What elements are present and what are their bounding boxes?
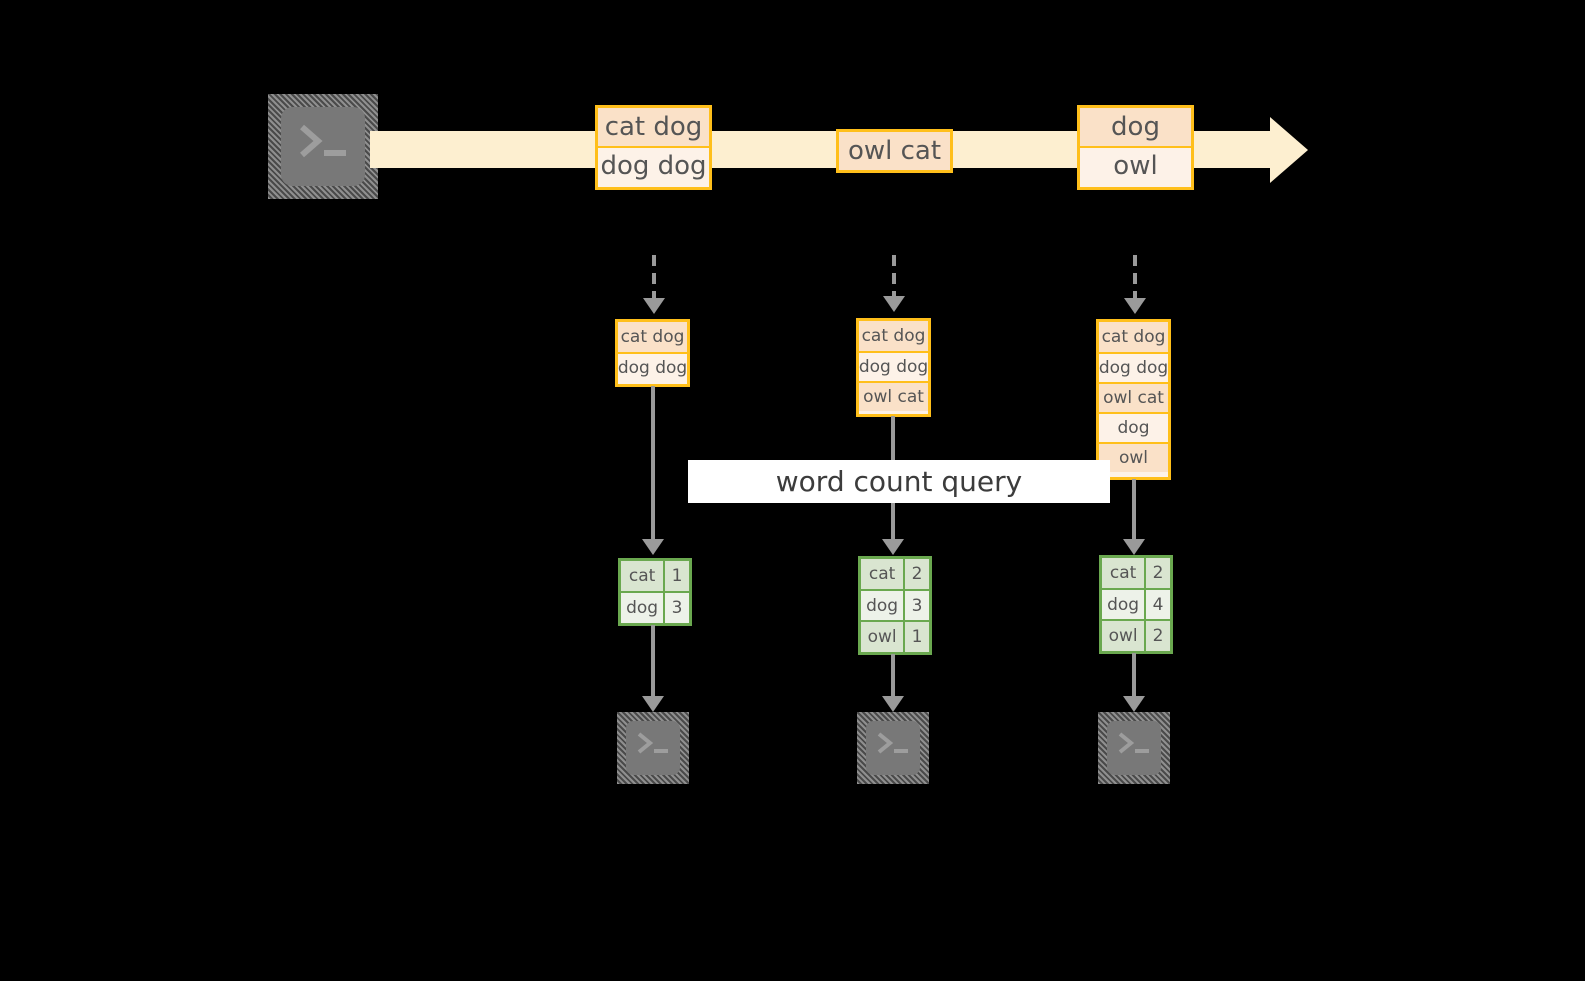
table-cell-count: 3 — [903, 590, 929, 621]
snapshot-row: owl cat — [1099, 382, 1168, 412]
table-row: dog 4 — [1102, 587, 1170, 620]
result-to-sink-connector — [651, 625, 655, 698]
table-cell-word: owl — [861, 622, 904, 653]
terminal-screen — [625, 720, 681, 776]
stream-to-snapshot-arrowhead — [1124, 298, 1146, 314]
result-to-sink-arrowhead — [882, 696, 904, 712]
table-cell-word: cat — [1102, 558, 1145, 588]
snapshot-row: dog dog — [859, 351, 928, 381]
sink-terminal-icon — [1098, 712, 1170, 784]
table-row: dog 3 — [861, 588, 929, 621]
table-cell-word: cat — [861, 559, 904, 589]
snapshot-row: cat dog — [618, 322, 687, 352]
table-row: dog 3 — [621, 591, 689, 623]
result-to-sink-arrowhead — [642, 696, 664, 712]
table-row: owl 1 — [861, 620, 929, 653]
table-cell-word: owl — [1102, 621, 1145, 652]
snapshot-to-result-connector — [651, 386, 655, 541]
result-to-sink-connector — [891, 654, 895, 698]
table-cell-count: 2 — [1144, 558, 1170, 588]
query-label-text: word count query — [775, 465, 1023, 498]
message-row: cat dog — [598, 108, 709, 146]
sink-terminal-icon — [857, 712, 929, 784]
terminal-prompt-glyph — [1118, 732, 1149, 754]
snapshot-row: owl cat — [859, 381, 928, 411]
table-cell-count: 1 — [903, 622, 929, 653]
query-label-band: word count query — [688, 460, 1110, 503]
message-row: owl — [1080, 146, 1191, 184]
message-row: dog — [1080, 108, 1191, 146]
result-to-sink-arrowhead — [1123, 696, 1145, 712]
table-row: cat 1 — [621, 561, 689, 591]
snapshot-row: owl — [1099, 442, 1168, 472]
table-row: cat 2 — [861, 559, 929, 589]
snapshot-to-result-connector — [1132, 479, 1136, 541]
snapshot-to-result-arrowhead — [1123, 539, 1145, 555]
source-terminal-icon — [268, 94, 378, 199]
terminal-screen — [865, 720, 921, 776]
stream-to-snapshot-connector — [892, 255, 896, 298]
stream-to-snapshot-arrowhead — [643, 298, 665, 314]
snapshot-box[interactable]: cat dog dog dog owl cat dog owl — [1096, 319, 1171, 480]
snapshot-to-result-arrowhead — [882, 539, 904, 555]
result-table[interactable]: cat 2 dog 4 owl 2 — [1099, 555, 1173, 654]
message-row: dog dog — [598, 146, 709, 184]
stream-to-snapshot-connector — [1133, 255, 1137, 300]
stream-to-snapshot-arrowhead — [883, 296, 905, 312]
table-cell-word: dog — [861, 590, 904, 621]
table-cell-word: dog — [1102, 589, 1145, 620]
stream-message[interactable]: owl cat — [836, 129, 953, 173]
table-cell-count: 4 — [1144, 589, 1170, 620]
stream-to-snapshot-connector — [652, 255, 656, 300]
snapshot-row: dog dog — [1099, 352, 1168, 382]
table-cell-word: dog — [621, 593, 664, 623]
table-cell-word: cat — [621, 561, 664, 591]
table-cell-count: 2 — [1144, 621, 1170, 652]
terminal-prompt-glyph — [877, 732, 908, 754]
snapshot-row: cat dog — [1099, 322, 1168, 352]
terminal-screen — [281, 106, 365, 187]
snapshot-box[interactable]: cat dog dog dog — [615, 319, 690, 387]
result-table[interactable]: cat 2 dog 3 owl 1 — [858, 556, 932, 655]
snapshot-to-result-arrowhead — [642, 539, 664, 555]
terminal-prompt-glyph — [637, 732, 668, 754]
table-row: owl 2 — [1102, 619, 1170, 652]
snapshot-row: dog dog — [618, 352, 687, 382]
message-row: owl cat — [839, 132, 950, 170]
terminal-prompt-glyph — [300, 124, 346, 158]
result-table[interactable]: cat 1 dog 3 — [618, 558, 692, 626]
stream-message[interactable]: cat dog dog dog — [595, 105, 712, 190]
stream-arrowhead — [1270, 117, 1308, 183]
table-cell-count: 1 — [663, 561, 689, 591]
table-cell-count: 3 — [663, 593, 689, 623]
stream-message[interactable]: dog owl — [1077, 105, 1194, 190]
table-cell-count: 2 — [903, 559, 929, 589]
result-to-sink-connector — [1132, 653, 1136, 698]
snapshot-box[interactable]: cat dog dog dog owl cat — [856, 318, 931, 417]
table-row: cat 2 — [1102, 558, 1170, 588]
snapshot-row: cat dog — [859, 321, 928, 351]
snapshot-row: dog — [1099, 412, 1168, 442]
sink-terminal-icon — [617, 712, 689, 784]
terminal-screen — [1106, 720, 1162, 776]
